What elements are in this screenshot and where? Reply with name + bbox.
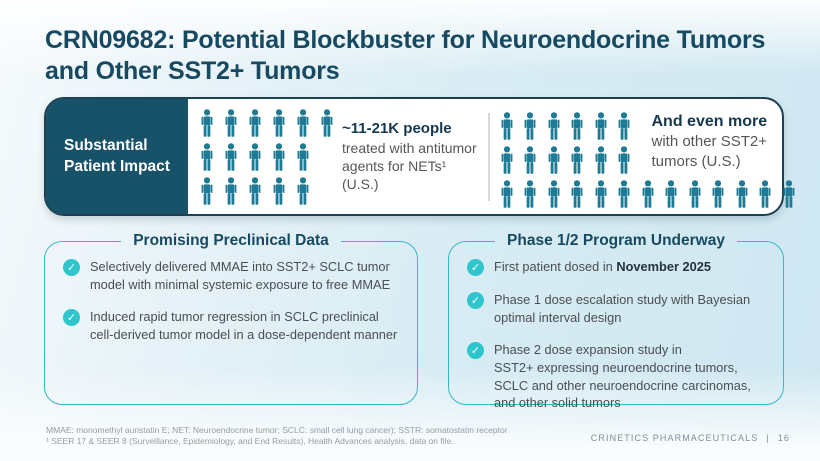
person-icon — [297, 108, 309, 137]
person-icon — [759, 180, 771, 208]
person-icon — [524, 112, 536, 140]
person-icon — [571, 146, 583, 174]
program-box-title: Phase 1/2 Program Underway — [507, 232, 725, 249]
person-icon — [501, 180, 512, 208]
nets-body: treated with antitumor agents for NETs¹ … — [342, 139, 477, 192]
nets-text-block: ~11-21K people treated with antitumor ag… — [342, 120, 482, 193]
check-icon: ✓ — [467, 292, 484, 309]
person-icon — [501, 112, 512, 140]
person-icon — [571, 180, 583, 208]
page-number: 16 — [777, 433, 790, 443]
pictogram-row — [500, 180, 796, 208]
sst2-group: And even more with other SST2+ tumors (U… — [500, 107, 796, 208]
pictogram-row — [500, 112, 796, 140]
person-icon — [524, 180, 536, 208]
person-icon — [618, 146, 630, 174]
list-item: ✓ Phase 1 dose escalation study with Bay… — [467, 291, 765, 326]
check-icon: ✓ — [63, 259, 80, 276]
person-icon — [548, 180, 559, 208]
person-icon — [501, 146, 512, 174]
person-icon — [595, 146, 606, 174]
person-icon — [642, 180, 653, 208]
person-icon — [736, 180, 747, 208]
list-item: ✓ Phase 2 dose expansion study in SST2+ … — [467, 341, 765, 412]
bullet-text: First patient dosed in November 2025 — [494, 259, 711, 274]
sst2-headline: And even more — [651, 113, 768, 130]
person-icon — [595, 112, 606, 140]
person-icon — [712, 180, 724, 208]
preclinical-box-title: Promising Preclinical Data — [133, 232, 329, 249]
nets-people-pictogram — [200, 108, 334, 205]
banner-content: ~11-21K people treated with antitumor ag… — [188, 99, 806, 214]
person-icon — [297, 176, 309, 205]
person-icon — [225, 108, 237, 137]
person-icon — [571, 112, 583, 140]
person-icon — [249, 176, 261, 205]
person-icon — [548, 146, 559, 174]
person-icon — [273, 108, 285, 137]
sst2-people-pictogram — [500, 112, 796, 208]
footnote-abbreviations: MMAE: monomethyl auristatin E; NET: Neur… — [46, 424, 508, 435]
person-icon — [201, 108, 213, 137]
person-icon — [225, 176, 237, 205]
list-item: ✓ Induced rapid tumor regression in SCLC… — [63, 308, 399, 343]
pictogram-row — [200, 142, 334, 171]
person-icon — [783, 180, 794, 208]
footnote-source: ¹ SEER 17 & SEER 8 (Surveillance, Epidem… — [46, 435, 454, 446]
banner-label: Substantial Patient Impact — [46, 99, 188, 214]
check-icon: ✓ — [467, 259, 484, 276]
patient-impact-banner: Substantial Patient Impact ~11-21K peopl… — [44, 97, 794, 216]
person-icon — [249, 108, 261, 137]
bullet-text: Induced rapid tumor regression in SCLC p… — [90, 309, 398, 342]
vertical-divider — [488, 112, 490, 201]
footnotes: MMAE: monomethyl auristatin E; NET: Neur… — [46, 425, 566, 447]
person-icon — [548, 112, 559, 140]
list-item: ✓ First patient dosed in November 2025 — [467, 258, 765, 276]
check-icon: ✓ — [63, 309, 80, 327]
person-icon — [524, 146, 536, 174]
person-icon — [297, 142, 309, 171]
check-icon: ✓ — [467, 342, 484, 360]
pictogram-row — [200, 108, 334, 137]
pictogram-row — [200, 176, 334, 205]
brand-footer: CRINETICS PHARMACEUTICALS | 16 — [591, 433, 790, 443]
person-icon — [595, 180, 606, 208]
person-icon — [273, 142, 285, 171]
person-icon — [618, 112, 630, 140]
list-item: ✓ Selectively delivered MMAE into SST2+ … — [63, 258, 399, 293]
pictogram-row — [500, 146, 796, 174]
person-icon — [321, 108, 333, 137]
banner-label-text: Substantial Patient Impact — [64, 137, 170, 175]
person-icon — [249, 142, 261, 171]
person-icon — [201, 142, 213, 171]
person-icon — [618, 180, 630, 208]
sst2-body: with other SST2+ tumors (U.S.) — [651, 133, 767, 170]
person-icon — [201, 176, 213, 205]
footer-separator: | — [766, 433, 770, 443]
preclinical-data-box: Promising Preclinical Data ✓ Selectively… — [44, 232, 418, 405]
person-icon — [273, 176, 285, 205]
person-icon — [665, 180, 677, 208]
page-title: CRN09682: Potential Blockbuster for Neur… — [45, 26, 766, 85]
bullet-text: Phase 1 dose escalation study with Bayes… — [494, 292, 751, 325]
bullet-text: Selectively delivered MMAE into SST2+ SC… — [90, 259, 391, 292]
nets-headline: ~11-21K people — [342, 119, 452, 137]
bullet-text: Phase 2 dose expansion study in SST2+ ex… — [494, 342, 751, 411]
program-underway-box: Phase 1/2 Program Underway ✓ First patie… — [448, 232, 784, 410]
person-icon — [225, 142, 237, 171]
company-name: CRINETICS PHARMACEUTICALS — [590, 433, 759, 443]
person-icon — [689, 180, 700, 208]
sst2-text-block: And even more with other SST2+ tumors (U… — [652, 112, 794, 171]
